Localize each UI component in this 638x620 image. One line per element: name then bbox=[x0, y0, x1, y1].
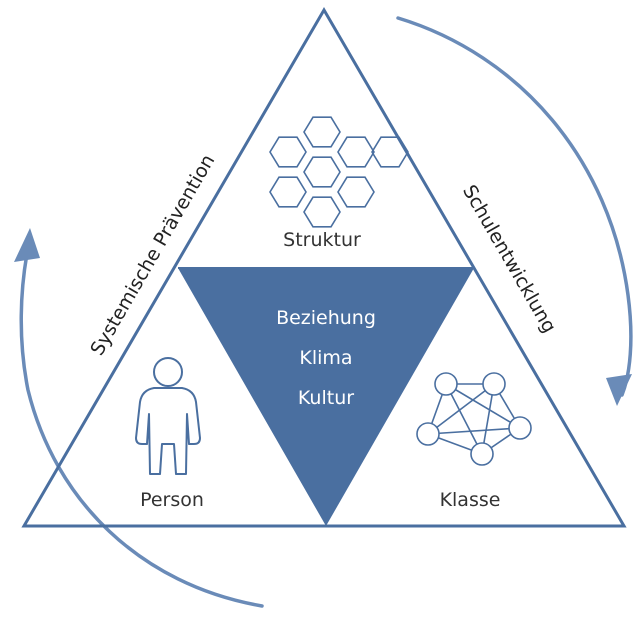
hexagon-cell bbox=[371, 136, 409, 168]
person-head bbox=[153, 357, 183, 387]
label-klasse: Klasse bbox=[440, 489, 501, 511]
hexagon-cell bbox=[269, 176, 307, 208]
label-struktur: Struktur bbox=[283, 229, 361, 251]
network-icon bbox=[416, 372, 532, 466]
label-person: Person bbox=[140, 489, 204, 511]
right-cycle-arrow bbox=[396, 16, 633, 397]
hexagon-cell bbox=[303, 116, 341, 148]
person-icon bbox=[135, 357, 201, 475]
label-klima: Klima bbox=[299, 347, 352, 369]
hexagon-cell bbox=[269, 136, 307, 168]
label-kultur: Kultur bbox=[298, 387, 354, 409]
label-systemische-praevention: Systemische Prävention bbox=[86, 151, 219, 360]
cycle-arrows bbox=[14, 16, 633, 608]
label-beziehung: Beziehung bbox=[276, 307, 376, 329]
network-node bbox=[434, 372, 458, 396]
network-node bbox=[470, 442, 494, 466]
right-arrowhead bbox=[606, 374, 632, 406]
network-node bbox=[482, 372, 506, 396]
center-triangle bbox=[178, 268, 474, 526]
person-body bbox=[135, 387, 201, 475]
network-node bbox=[508, 416, 532, 440]
hexagon-cluster-icon bbox=[269, 116, 409, 228]
hexagon-cell bbox=[303, 156, 341, 188]
network-node bbox=[416, 422, 440, 446]
left-cycle-arrow bbox=[19, 246, 264, 608]
hexagon-cell bbox=[303, 196, 341, 228]
left-arrowhead bbox=[14, 228, 40, 262]
hexagon-cell bbox=[337, 176, 375, 208]
hexagon-cell bbox=[337, 136, 375, 168]
label-schulentwicklung: Schulentwicklung bbox=[458, 181, 560, 336]
